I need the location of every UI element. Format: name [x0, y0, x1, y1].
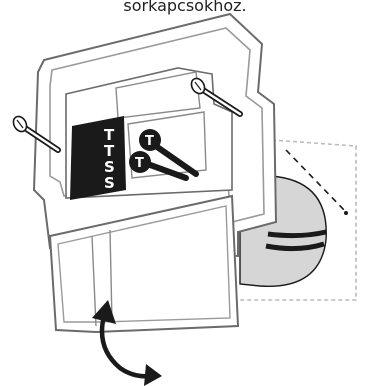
- terminal-label-4: S: [104, 174, 115, 192]
- wire-terminal-label-2: T: [135, 156, 144, 171]
- terminal-block: T T S S: [70, 116, 126, 200]
- wire-terminal-label-1: T: [145, 134, 154, 149]
